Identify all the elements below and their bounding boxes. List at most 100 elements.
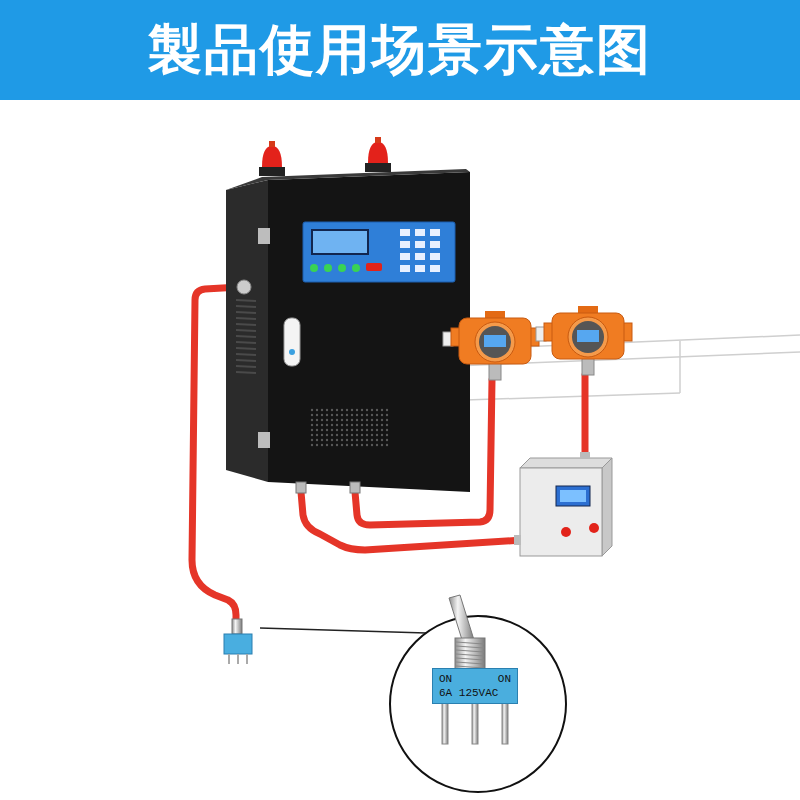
controller-cabinet-part [365, 137, 391, 172]
controller-cabinet-part-part [321, 414, 323, 416]
controller-cabinet-part-part [381, 444, 383, 446]
controller-cabinet-part-part [311, 409, 313, 411]
controller-cabinet-part-part [400, 253, 410, 260]
small-toggle-switch-part [246, 654, 248, 664]
controller-cabinet-part-part [376, 434, 378, 436]
controller-cabinet-part-part [430, 253, 440, 260]
controller-cabinet-part-part [371, 419, 373, 421]
controller-cabinet-part-part [341, 434, 343, 436]
controller-cabinet-part [400, 229, 440, 272]
controller-cabinet-part-part [430, 229, 440, 236]
junction-box-part [514, 535, 521, 545]
controller-cabinet-part-part [236, 342, 256, 343]
controller-cabinet-part-part [346, 414, 348, 416]
controller-cabinet-part-part [346, 409, 348, 411]
controller-cabinet-part [258, 228, 270, 244]
magnified-switch-part-part [456, 654, 484, 656]
controller-cabinet-part-part [361, 429, 363, 431]
controller-cabinet-part-part [356, 444, 358, 446]
controller-cabinet-part [303, 222, 455, 282]
gas-detector-part [479, 326, 511, 358]
controller-cabinet-part-part [236, 366, 256, 367]
controller-cabinet-part-part [311, 434, 313, 436]
magnified-switch-part [455, 638, 485, 670]
controller-cabinet-part-part [381, 424, 383, 426]
controller-cabinet-part-part [386, 429, 388, 431]
controller-cabinet-part-part [236, 330, 256, 331]
controller-cabinet-part-part [361, 444, 363, 446]
controller-cabinet-part-part [361, 414, 363, 416]
magnified-switch [390, 595, 566, 792]
controller-cabinet-part-part [236, 300, 256, 301]
controller-cabinet-part-part [381, 434, 383, 436]
controller-cabinet-part-part [356, 439, 358, 441]
controller-cabinet-part-part [336, 409, 338, 411]
controller-cabinet-part-part [336, 444, 338, 446]
controller-cabinet-part-part [316, 434, 318, 436]
controller-cabinet-part-part [316, 429, 318, 431]
controller-cabinet-part-part [386, 439, 388, 441]
controller-cabinet-part-part [356, 414, 358, 416]
controller-cabinet-part-part [326, 409, 328, 411]
controller-cabinet-part-part [236, 312, 256, 313]
controller-cabinet-part [236, 300, 256, 373]
controller-cabinet-part-part [236, 306, 256, 307]
magnified-switch-part-part [456, 642, 484, 644]
small-toggle-switch [224, 619, 252, 664]
text-row: ONON [439, 673, 511, 685]
controller-cabinet-part-part [415, 265, 425, 272]
controller-cabinet-part-part [371, 444, 373, 446]
controller-cabinet-part-part [331, 414, 333, 416]
controller-cabinet-part-part [366, 434, 368, 436]
controller-cabinet-part-part [371, 439, 373, 441]
controller-cabinet-part-part [361, 419, 363, 421]
controller-cabinet-part-part [366, 439, 368, 441]
controller-cabinet-part-part [331, 409, 333, 411]
gas-detector-part [577, 330, 599, 342]
controller-cabinet-part [284, 318, 300, 366]
controller-cabinet-part-part [376, 439, 378, 441]
controller-cabinet-part-part [351, 409, 353, 411]
controller-cabinet-part-part [430, 241, 440, 248]
controller-cabinet-part [312, 230, 368, 254]
gas-detector-part [582, 357, 594, 375]
controller-cabinet-part-part [361, 434, 363, 436]
magnified-switch-part-part [456, 650, 484, 652]
small-toggle-switch-part [228, 654, 230, 664]
controller-cabinet-part-part [361, 439, 363, 441]
controller-cabinet-part-part [381, 409, 383, 411]
controller-cabinet-part-part [326, 444, 328, 446]
controller-cabinet-part-part [236, 360, 256, 361]
controller-cabinet-part-part [311, 419, 313, 421]
small-toggle-switch-part [232, 619, 242, 634]
leader-line [260, 628, 426, 633]
controller-cabinet-part-part [321, 429, 323, 431]
controller-cabinet-part [311, 409, 388, 446]
controller-cabinet-part-part [321, 409, 323, 411]
controller-cabinet-part-part [236, 348, 256, 349]
controller-cabinet-part-part [326, 434, 328, 436]
controller-cabinet-part-part [331, 419, 333, 421]
controller-cabinet-part-part [386, 424, 388, 426]
controller-cabinet-part [352, 264, 360, 272]
magnified-switch-part [442, 700, 448, 744]
controller-cabinet-part-part [376, 414, 378, 416]
controller-cabinet-part-part [366, 414, 368, 416]
controller-cabinet [226, 137, 470, 493]
controller-cabinet-part-part [326, 439, 328, 441]
controller-cabinet-part [350, 482, 360, 493]
junction-box-part [589, 523, 599, 533]
gas-detector [536, 306, 632, 375]
controller-cabinet-part-part [311, 424, 313, 426]
controller-cabinet-part-part [361, 409, 363, 411]
controller-cabinet-part [324, 264, 332, 272]
controller-cabinet-part-part [331, 429, 333, 431]
controller-cabinet-part [296, 482, 306, 493]
controller-cabinet-part-part [236, 354, 256, 355]
magnified-switch-part-part [456, 646, 484, 648]
magnified-switch-part-part [456, 662, 484, 664]
controller-cabinet-part-part [336, 419, 338, 421]
controller-cabinet-part-part [336, 414, 338, 416]
